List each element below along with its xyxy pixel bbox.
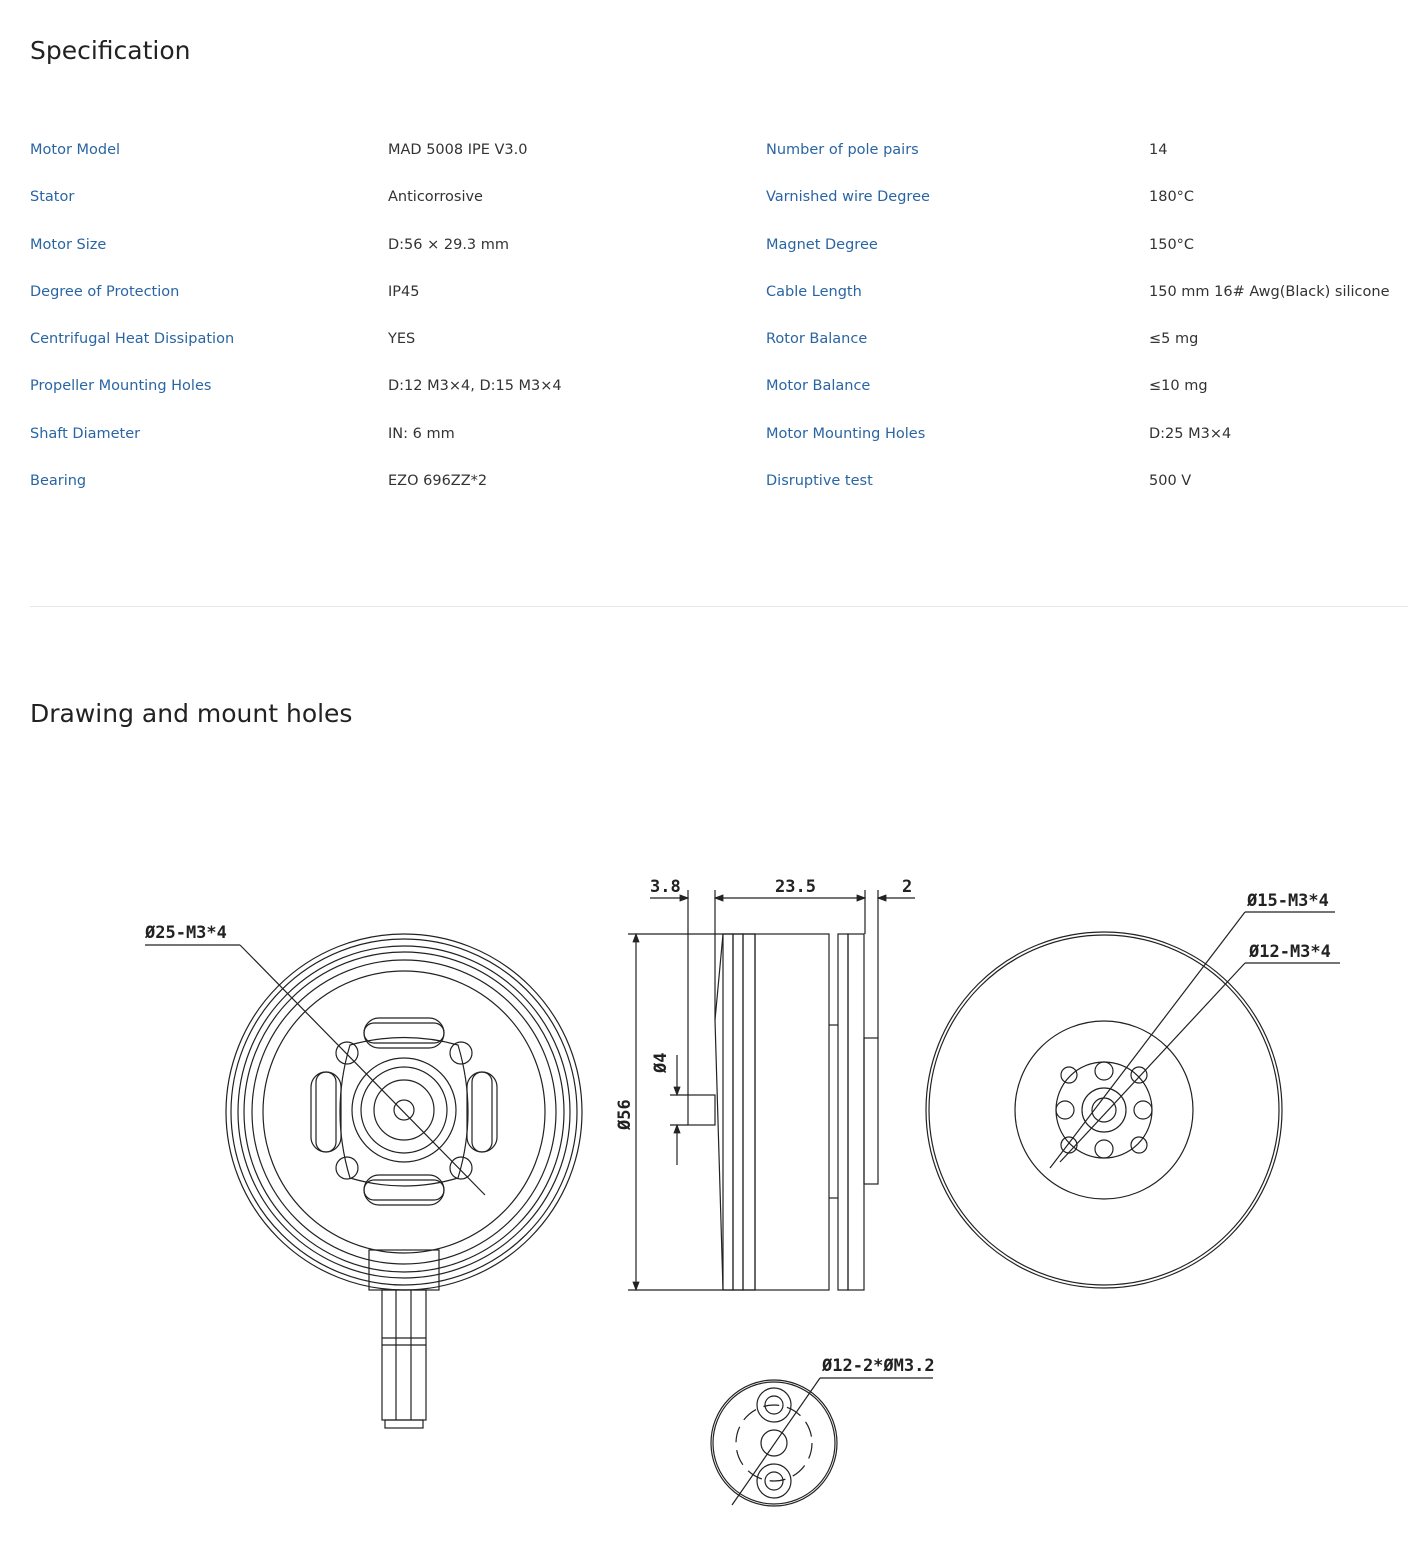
diameter-dimension: Ø56 — [615, 1099, 635, 1131]
dimension-3-8: 3.8 — [650, 877, 681, 897]
spec-value: D:12 M3×4, D:15 M3×4 — [388, 378, 562, 395]
spec-label: Cable Length — [766, 283, 862, 300]
spec-label: Shaft Diameter — [30, 425, 141, 442]
spec-label: Propeller Mounting Holes — [30, 378, 212, 395]
spec-value: 14 — [1149, 142, 1168, 158]
spec-row: Bearing EZO 696ZZ*2 Disruptive test 500 … — [30, 459, 1408, 506]
spec-row: Propeller Mounting Holes D:12 M3×4, D:15… — [30, 364, 1408, 411]
spec-label: Centrifugal Heat Dissipation — [30, 331, 235, 348]
spec-value: 500 V — [1149, 473, 1192, 490]
spec-value: IP45 — [388, 283, 420, 300]
motor-technical-drawing: Ø25-M3*4 3.8 23.5 2 Ø4 Ø5 — [144, 877, 1340, 1507]
spec-value: D:25 M3×4 — [1149, 425, 1232, 442]
spec-label: Motor Size — [30, 236, 107, 253]
spec-value: 150°C — [1149, 236, 1195, 253]
motor-top-view — [925, 911, 1340, 1289]
spec-label: Motor Mounting Holes — [766, 425, 926, 442]
spec-value: 180°C — [1149, 189, 1195, 206]
shaft-dimension: Ø4 — [651, 1053, 671, 1074]
spec-label: Varnished wire Degree — [766, 189, 930, 206]
adapter-dimension: Ø12-2*ØM3.2 — [821, 1356, 935, 1376]
drawing-title: Drawing and mount holes — [30, 699, 353, 728]
spec-label: Motor Model — [30, 142, 121, 158]
dimension-23-5: 23.5 — [775, 877, 816, 897]
spec-label: Rotor Balance — [766, 331, 868, 348]
spec-value: Anticorrosive — [388, 189, 483, 206]
spec-row: Shaft Diameter IN: 6 mm Motor Mounting H… — [30, 412, 1408, 459]
spec-row: Degree of Protection IP45 Cable Length 1… — [30, 270, 1408, 317]
adapter-view — [710, 1377, 933, 1507]
spec-row: Stator Anticorrosive Varnished wire Degr… — [30, 175, 1408, 222]
spec-label: Stator — [30, 189, 75, 206]
spec-label: Disruptive test — [766, 473, 873, 490]
mount-holes-dimension: Ø25-M3*4 — [144, 923, 227, 943]
prop-hole-12-dimension: Ø12-M3*4 — [1248, 942, 1331, 962]
prop-hole-15-dimension: Ø15-M3*4 — [1246, 891, 1329, 911]
spec-value: ≤10 mg — [1149, 378, 1208, 395]
spec-value: MAD 5008 IPE V3.0 — [388, 142, 528, 158]
spec-value: YES — [388, 331, 416, 348]
spec-row: Centrifugal Heat Dissipation YES Rotor B… — [30, 317, 1408, 364]
spec-label: Bearing — [30, 473, 87, 490]
spec-value: IN: 6 mm — [388, 425, 455, 442]
spec-value: D:56 × 29.3 mm — [388, 236, 510, 253]
spec-value: EZO 696ZZ*2 — [388, 473, 488, 490]
spec-label: Degree of Protection — [30, 283, 180, 300]
spec-row: Motor Model MAD 5008 IPE V3.0 Number of … — [30, 128, 1408, 175]
spec-row: Motor Size D:56 × 29.3 mm Magnet Degree … — [30, 223, 1408, 270]
spec-label: Number of pole pairs — [766, 142, 919, 158]
spec-label: Motor Balance — [766, 378, 871, 395]
motor-side-view — [628, 890, 915, 1292]
dimension-2: 2 — [902, 877, 912, 897]
spec-value: 150 mm 16# Awg(Black) silicone — [1149, 283, 1390, 300]
specification-title: Specification — [30, 36, 191, 65]
spec-table: Motor Model MAD 5008 IPE V3.0 Number of … — [30, 128, 1408, 506]
spec-value: ≤5 mg — [1149, 331, 1199, 348]
section-divider — [30, 606, 1408, 607]
motor-bottom-view — [145, 933, 583, 1429]
spec-label: Magnet Degree — [766, 236, 878, 253]
